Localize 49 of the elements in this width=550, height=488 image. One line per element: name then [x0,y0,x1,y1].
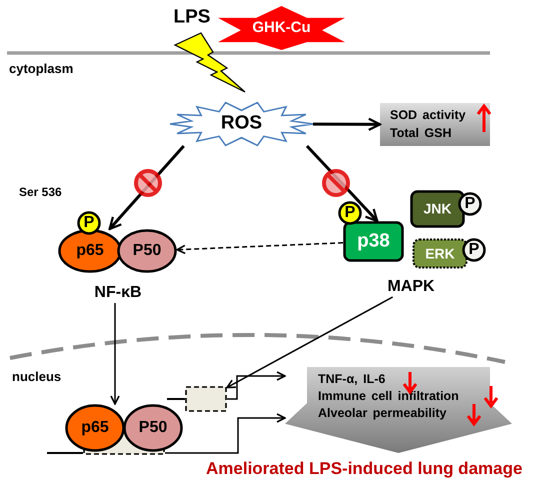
phosphate-circle [462,238,486,262]
node-text: NF-κB [94,284,142,302]
arrow [165,413,286,454]
dashed-arrow [176,242,344,254]
node-text: ERK [425,246,455,262]
node-text: P [464,195,476,213]
node-text: TNF-α, IL-6 [318,373,386,387]
arrow [306,144,378,222]
conclusion-text: Ameliorated LPS-induced lung damage [206,460,522,479]
phosphate-circle [77,211,101,235]
phosphate-circle [458,192,482,216]
outcome-arrow [285,367,512,453]
site-label: Ser 536 [19,186,62,200]
node-text: LPS [174,8,210,28]
antioxidant-box [380,103,490,146]
node-text: Total GSH [390,127,452,141]
node-text: P50 [132,242,162,260]
p65-ellipse [58,229,122,273]
p50-ellipse [123,404,183,452]
node-text: p65 [81,419,109,437]
node-text: JNK [424,201,452,217]
node-text: p65 [76,242,104,260]
node-text: MAPK [387,278,435,296]
arrow [108,145,185,230]
node-text: GHK-Cu [252,20,311,36]
compartment-label: cytoplasm [9,62,74,76]
node-text: P50 [138,419,168,437]
arrow [313,118,382,132]
arrow [110,303,120,405]
erk-box [412,238,468,269]
phosphate-circle [338,201,362,225]
peptide-star [218,6,345,50]
arrow [227,371,286,400]
node-text: P [84,214,94,232]
ros-burst [170,102,313,146]
node-text: SOD activity [390,109,466,123]
compartment-label: nucleus [12,370,62,384]
node-text: P [344,204,356,222]
p65-ellipse [65,404,125,452]
node-text: Immune cell infiltration [318,390,459,404]
arrow [226,296,394,388]
node-text: ROS [220,114,262,134]
p50-ellipse [117,229,177,273]
p38-box [343,221,404,262]
gene-box [185,386,227,412]
node-text: Alveolar permeability [318,407,446,421]
node-text: P [468,241,480,259]
node-text: p38 [357,231,390,252]
jnk-box [410,190,465,228]
